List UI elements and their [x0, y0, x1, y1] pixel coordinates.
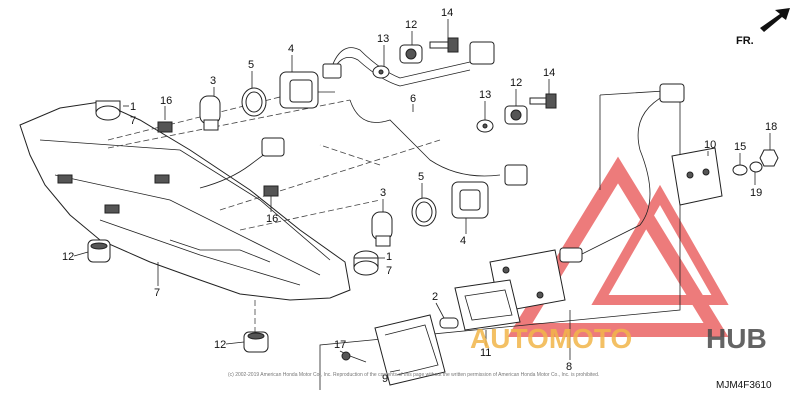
- label-12-mid: 12: [510, 77, 522, 89]
- label-1-lower: 1: [386, 251, 392, 263]
- figure-code: MJM4F3610: [716, 380, 772, 391]
- bolt-upper: [429, 37, 459, 53]
- clip-lower: [263, 185, 279, 197]
- collar: [732, 164, 748, 176]
- screw: [341, 351, 367, 363]
- tail-light-housing: [19, 101, 351, 301]
- bulb-lower: [371, 211, 393, 247]
- socket-rubber-lower: [353, 250, 379, 276]
- o-ring-lower: [411, 197, 437, 227]
- label-1-upper: 1: [130, 101, 136, 113]
- label-3-upper: 3: [210, 75, 216, 87]
- part-labels: 1 7 16 3 5 4 13 12 14 6 12 14 13 10 15 1…: [62, 7, 777, 385]
- label-8: 8: [566, 361, 572, 373]
- label-6: 6: [410, 93, 416, 105]
- license-light-bulb: [439, 317, 459, 329]
- label-leaders: [73, 19, 771, 373]
- label-10: 10: [704, 139, 716, 151]
- label-7-upper: 7: [130, 115, 136, 127]
- label-12-bottom: 12: [214, 339, 226, 351]
- label-16-upper: 16: [160, 95, 172, 107]
- grommet-left: [87, 239, 111, 263]
- front-direction-label: FR.: [736, 35, 754, 47]
- washer-small: [749, 161, 763, 173]
- license-light-lens: [374, 314, 446, 386]
- label-7-left: 7: [154, 287, 160, 299]
- label-13-upper: 13: [377, 33, 389, 45]
- license-light-gasket: [454, 279, 521, 331]
- o-ring-upper: [241, 87, 267, 117]
- socket-upper: [279, 71, 335, 109]
- label-14-upper: 14: [441, 7, 453, 19]
- grommet-mid: [504, 105, 528, 125]
- label-15: 15: [734, 141, 746, 153]
- label-18: 18: [765, 121, 777, 133]
- nut: [759, 149, 779, 167]
- label-11: 11: [480, 347, 491, 359]
- socket-rubber-upper: [95, 100, 121, 121]
- label-12-left: 12: [62, 251, 74, 263]
- watermark-text-automoto: AUTOMOTO: [470, 323, 632, 354]
- leader-lines: [107, 89, 681, 390]
- wire-harness: [199, 41, 528, 189]
- watermark-text-hub: HUB: [706, 323, 767, 354]
- label-9: 9: [382, 373, 388, 385]
- grommet-upper: [399, 44, 423, 64]
- washer-upper: [372, 65, 390, 79]
- label-3-lower: 3: [380, 187, 386, 199]
- label-17: 17: [334, 339, 346, 351]
- label-5-lower: 5: [418, 171, 424, 183]
- washer-mid: [476, 119, 494, 133]
- grommet-bottom: [243, 331, 269, 353]
- label-7-lower: 7: [386, 265, 392, 277]
- label-14-mid: 14: [543, 67, 555, 79]
- bolt-mid: [529, 93, 557, 109]
- clip-upper: [157, 121, 173, 133]
- socket-lower: [451, 181, 489, 219]
- label-4-upper: 4: [288, 43, 294, 55]
- label-13-mid: 13: [479, 89, 491, 101]
- label-4-lower: 4: [460, 235, 466, 247]
- bulb-upper: [199, 95, 221, 131]
- label-2: 2: [432, 291, 438, 303]
- watermark-text: AUTOMOTO HUB: [470, 323, 767, 354]
- label-12-upper: 12: [405, 19, 417, 31]
- label-16-lower: 16: [266, 213, 278, 225]
- front-direction-arrow-icon: [760, 8, 790, 32]
- license-light-cable: [559, 83, 685, 263]
- copyright-text: (c) 2002-2019 American Honda Motor Co., …: [228, 372, 599, 378]
- license-plate-holder: [671, 147, 723, 206]
- label-5-upper: 5: [248, 59, 254, 71]
- label-19: 19: [750, 187, 762, 199]
